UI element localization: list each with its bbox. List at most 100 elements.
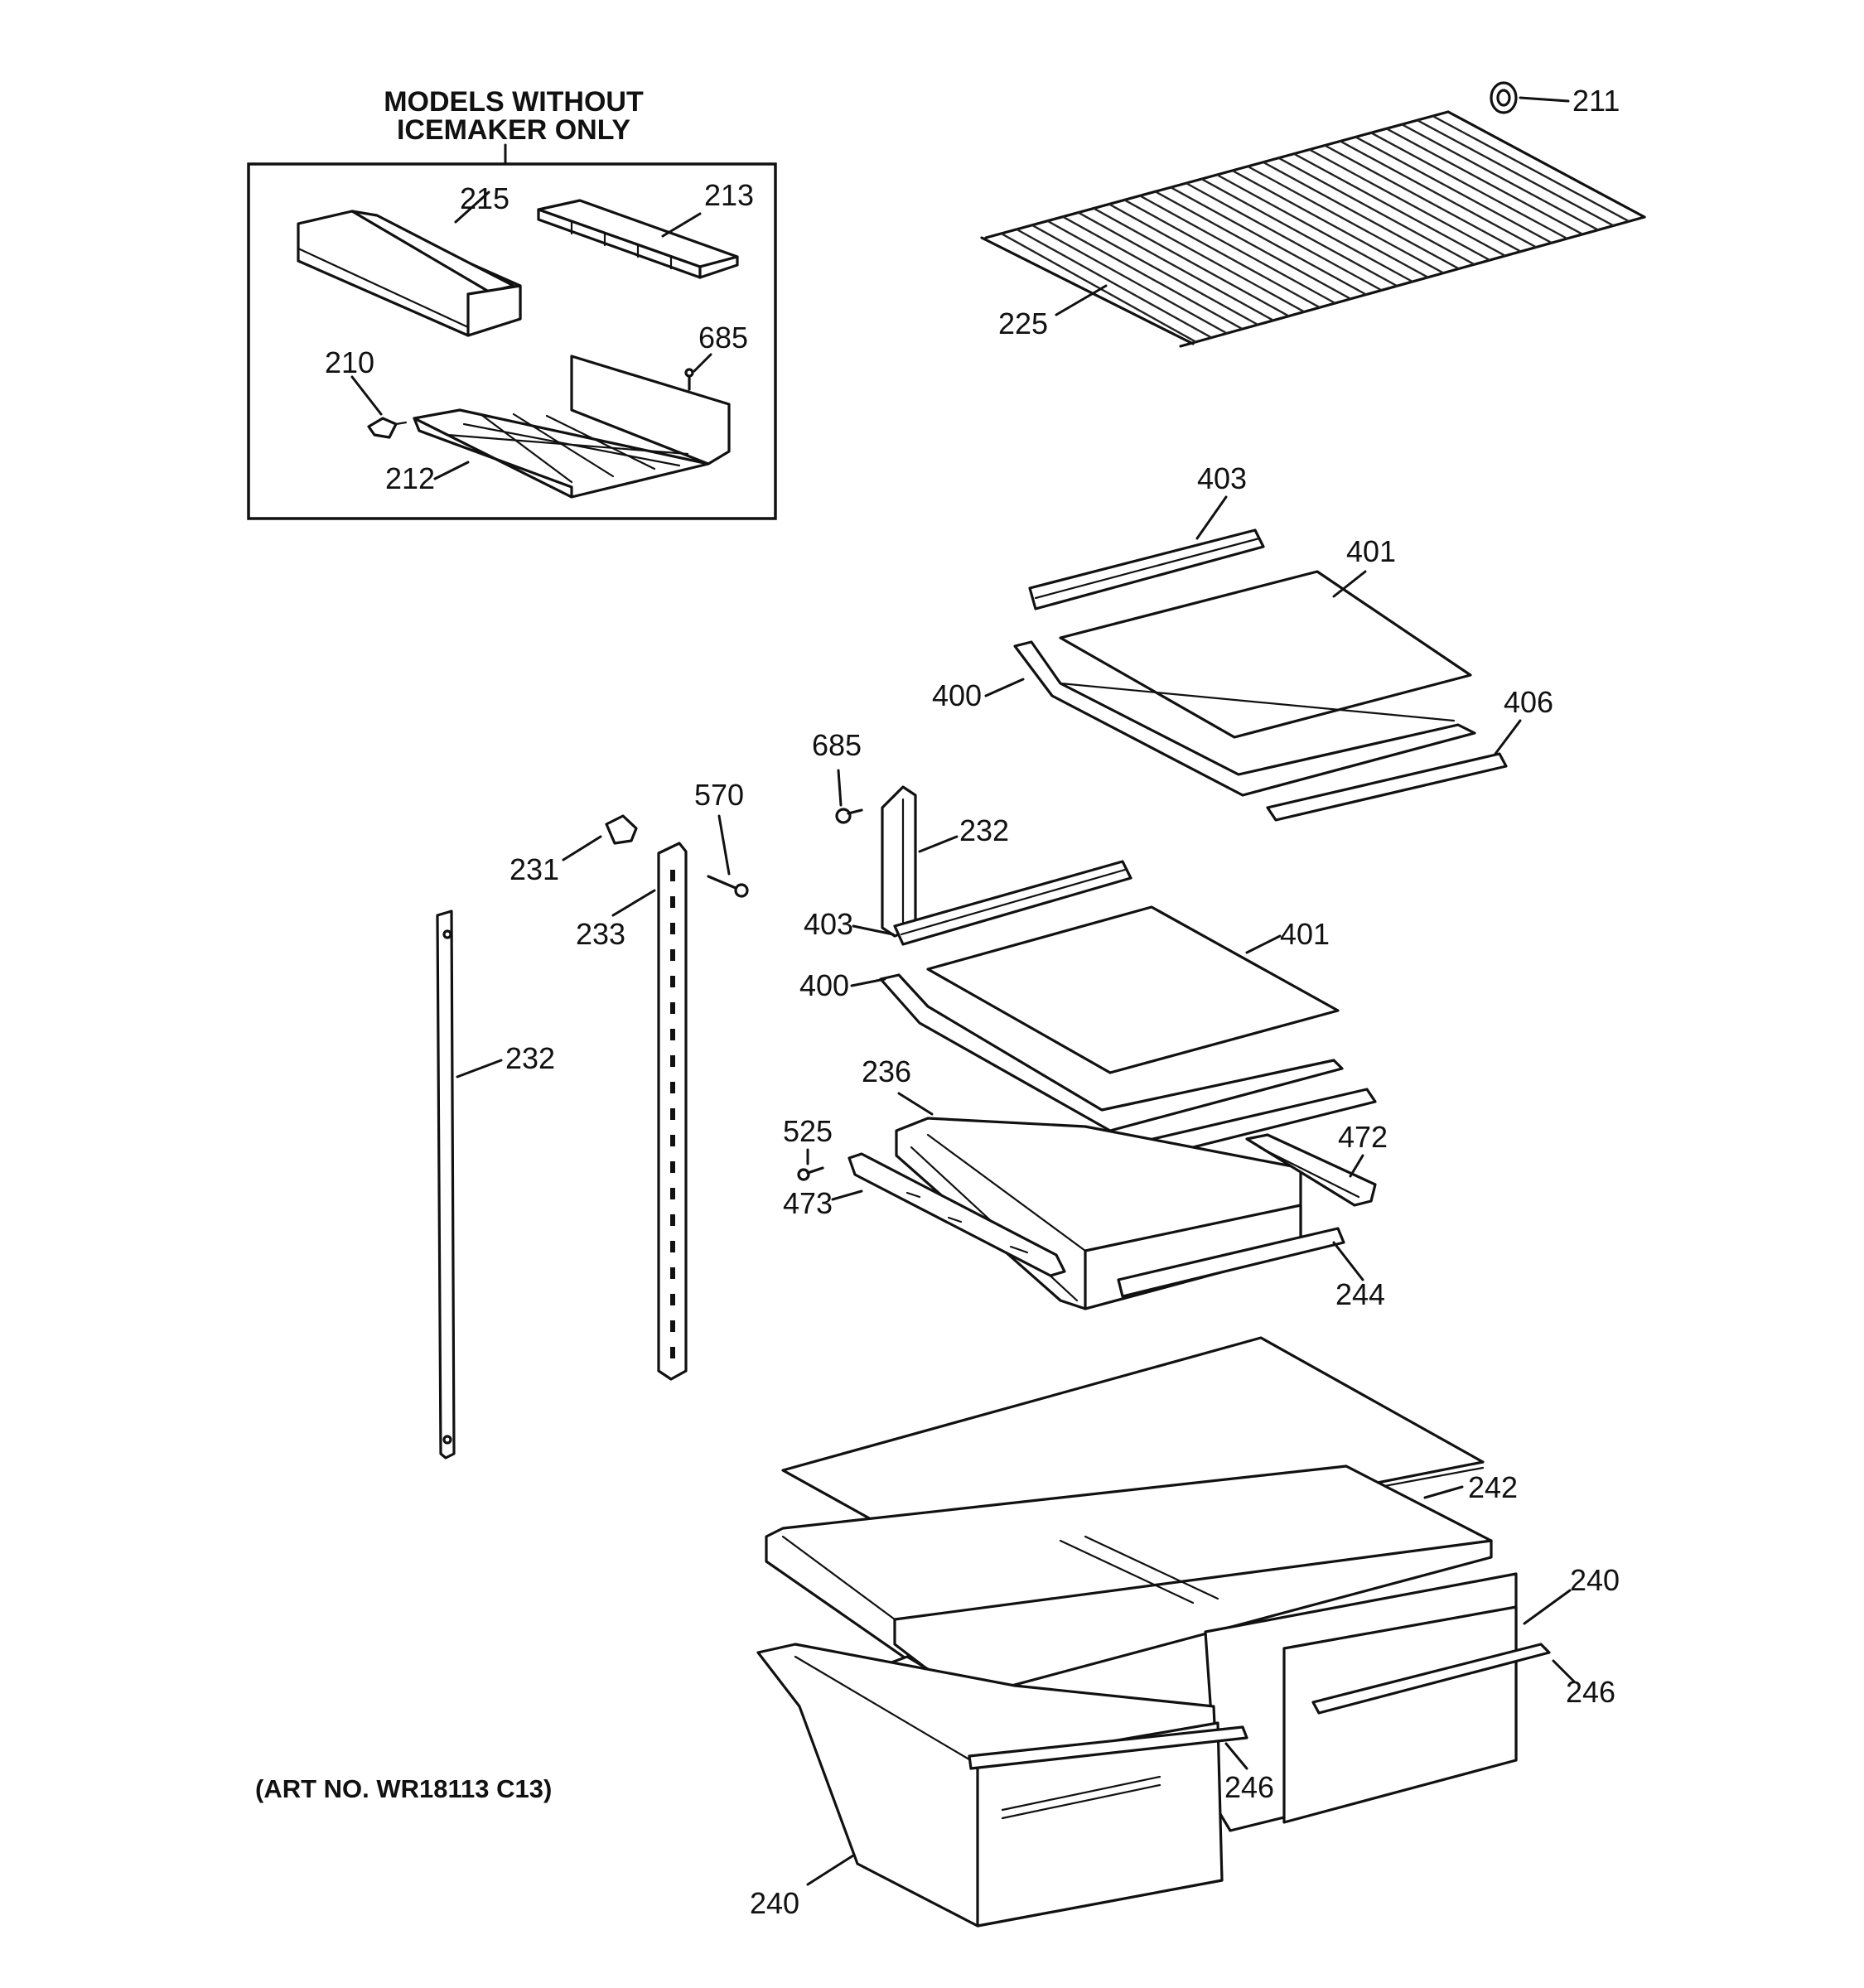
ice-tray-part (537, 199, 739, 279)
leader-246-right (1552, 1659, 1576, 1683)
wire-bar (1093, 207, 1290, 317)
callout-242: 242 (1468, 1470, 1518, 1504)
inset-heading-line1: MODELS WITHOUT (384, 86, 644, 118)
leader-210 (350, 375, 383, 416)
callout-400-middle: 400 (799, 968, 849, 1002)
rail-slot (670, 1320, 675, 1332)
wire-bar (1370, 132, 1568, 240)
wire-bar (1062, 215, 1258, 326)
callout-525: 525 (783, 1114, 833, 1148)
wire-bar (1263, 161, 1460, 270)
leader-246-left (1224, 1742, 1248, 1770)
callout-403-upper: 403 (1197, 461, 1247, 495)
rail-slot (670, 1188, 675, 1199)
upper-glass-shelf-part (1059, 570, 1472, 739)
upper-shelf-rear-trim-part (1266, 752, 1508, 822)
wire-bar (1340, 140, 1537, 248)
wire-bar (1401, 123, 1599, 231)
leader-240-left (806, 1854, 855, 1886)
wire-bar (1309, 148, 1506, 257)
wire-bar (1324, 144, 1522, 253)
leader-400-upper (984, 678, 1025, 697)
callout-231: 231 (509, 852, 559, 886)
leader-233 (611, 889, 656, 917)
inset-models-without-icemaker: MODELS WITHOUT ICEMAKER ONLY 215 213 (247, 86, 777, 520)
callout-225: 225 (998, 306, 1048, 340)
wire-bar (1139, 195, 1336, 305)
callout-685-upper: 685 (812, 728, 862, 762)
leader-240-right (1523, 1589, 1572, 1625)
rail-slot (670, 1161, 675, 1173)
rail-slot (670, 1002, 675, 1014)
callout-213: 213 (704, 178, 754, 212)
wire-bar (1031, 224, 1228, 335)
leader-570 (717, 814, 731, 876)
wire-bar (1001, 232, 1197, 343)
upper-shelf-frame-part (1013, 640, 1476, 797)
ice-bucket-part (297, 210, 522, 337)
wire-bar (1078, 211, 1274, 321)
shelf-support-rail-233 (657, 842, 688, 1381)
wire-bar (1247, 165, 1444, 274)
callout-400-upper: 400 (932, 678, 982, 712)
wire-bar (1432, 115, 1630, 223)
wire-bar (1200, 178, 1398, 287)
shelf-button-part (1490, 81, 1518, 114)
rail-slot (670, 1082, 675, 1093)
wire-bar (1123, 199, 1321, 309)
wire-bar (1293, 152, 1490, 262)
wire-bar (1108, 203, 1305, 313)
callout-210: 210 (325, 345, 374, 379)
drawer-slide-right-part (1245, 1133, 1377, 1207)
leader-685-upper (837, 769, 843, 807)
callout-403-middle: 403 (804, 907, 853, 941)
callout-246-left: 246 (1224, 1770, 1274, 1804)
wire-bar (1216, 173, 1413, 283)
leader-212 (433, 461, 470, 480)
wire-bar (1186, 182, 1383, 292)
callout-406: 406 (1504, 685, 1553, 719)
inset-heading-line2: ICEMAKER ONLY (397, 114, 630, 146)
rail-slot (670, 1294, 675, 1305)
crisper-pan-right-part (1204, 1572, 1551, 1832)
leader-232-long (456, 1059, 503, 1078)
callout-473: 473 (783, 1186, 833, 1220)
callout-233: 233 (576, 917, 625, 951)
wire-bar (1232, 169, 1429, 278)
wire-bar (1155, 191, 1351, 300)
crisper-cover-frame-part (765, 1464, 1493, 1700)
crisper-pan-left-part (756, 1643, 1248, 1928)
art-number: (ART NO. WR18113 C13) (255, 1774, 552, 1803)
rail-slot (670, 1241, 675, 1252)
leader-401-middle (1245, 934, 1282, 954)
rail-slot (670, 1267, 675, 1279)
middle-shelf-frame-part (879, 973, 1344, 1132)
wire-bar (1355, 136, 1553, 244)
leader-472 (1349, 1154, 1364, 1178)
wire-bar (1170, 186, 1367, 296)
screw-part-525 (797, 1166, 824, 1181)
leader-473 (831, 1189, 863, 1201)
screw-part-570 (707, 875, 749, 898)
wire-shelf-part (980, 110, 1646, 348)
wire-bar (1417, 119, 1615, 227)
leader-403-middle (852, 924, 895, 936)
shelf-support-rail-short (881, 785, 917, 938)
leader-400-middle (850, 977, 886, 987)
leader-215 (454, 191, 490, 224)
drawer-slide-left-part (847, 1152, 1066, 1277)
inset-border (247, 162, 777, 520)
leader-213 (661, 212, 702, 238)
clip-part (367, 417, 408, 439)
leader-211 (1519, 96, 1570, 103)
ice-bucket-support-part (413, 355, 731, 499)
upper-shelf-trim-part (1028, 528, 1265, 610)
wire-bar (1016, 228, 1212, 339)
callout-401-middle: 401 (1280, 917, 1330, 951)
leader-244 (1332, 1241, 1364, 1281)
callout-244: 244 (1335, 1277, 1385, 1311)
wire-bar (1277, 157, 1475, 266)
wire-bar (1386, 128, 1583, 235)
screw-part-inset (684, 368, 694, 391)
